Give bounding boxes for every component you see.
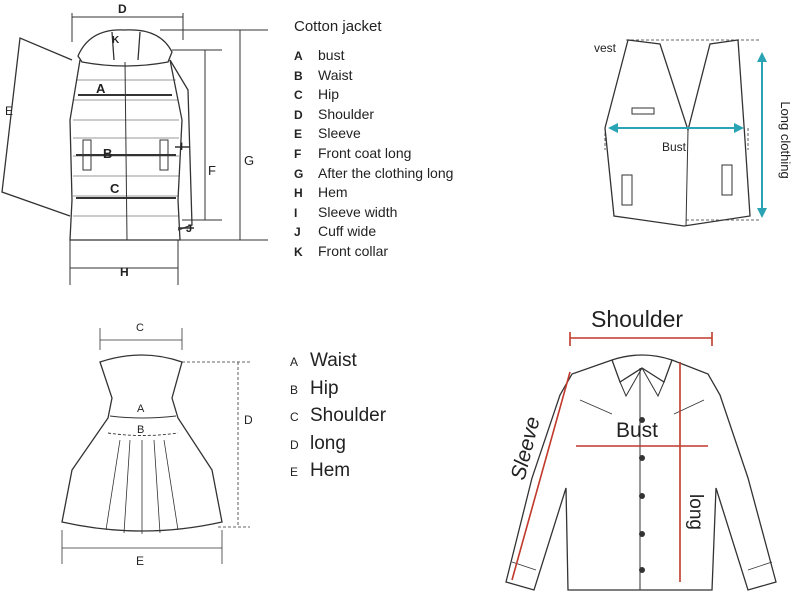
legend-key: E [294,127,303,142]
jacket-label-G: G [244,153,254,168]
shirt-long-label: long [685,494,706,530]
vest-long-clothing-label: Long clothing [778,101,793,178]
shirt-bust-label: Bust [616,419,658,442]
shirt-sleeve-label: Sleeve [507,414,545,482]
legend-key: C [294,88,303,103]
cotton-jacket-drawing [1,13,268,285]
legend-key: D [290,437,299,452]
legend-key: F [294,146,302,161]
legend-item: B Waist [294,67,453,87]
legend-text: Waist [318,66,353,83]
dress-label-C: C [136,322,144,334]
legend-key: B [290,382,299,397]
dress-label-A: A [137,403,145,415]
jacket-label-E: E [5,104,13,118]
legend-key: E [290,465,299,479]
legend-item: H Hem [294,184,453,204]
legend-text: Front coat long [318,144,412,161]
legend-key: K [294,244,303,259]
jacket-label-B: B [103,146,112,161]
legend-item: D Shoulder [294,106,453,126]
jacket-label-D: D [118,2,127,16]
legend-text: Hem [310,460,351,481]
cotton-jacket-dim-labels: D K E A I B F G C J H [5,2,254,279]
legend-item: E Sleeve [294,125,453,145]
vest-label: vest [594,41,617,55]
vest-drawing [604,39,760,227]
jacket-label-A: A [96,81,106,96]
cotton-jacket-title: Cotton jacket [294,18,382,35]
legend-text: Hip [310,377,339,399]
legend-key: B [294,68,303,83]
legend-item: F Front coat long [294,145,453,165]
legend-key: G [294,166,304,181]
shirt-shoulder-label: Shoulder [591,306,683,332]
legend-text: Front collar [318,242,389,259]
legend-key: J [294,225,301,240]
jacket-label-J: J [186,223,192,235]
legend-text: Sleeve width [318,203,398,220]
jacket-label-I: I [180,141,183,153]
legend-item: K Front collar [294,243,453,263]
dress-label-B: B [137,424,144,436]
legend-item: E Hem [290,460,386,488]
jacket-label-H: H [120,265,129,279]
legend-item: B Hip [290,378,386,406]
shirt-drawing [505,354,777,591]
vest-measure-lines [608,52,767,218]
legend-key: A [290,355,299,369]
vest-bust-label: Bust [662,140,687,154]
dress-dim-labels: C A B D E [136,322,253,568]
legend-item: I Sleeve width [294,204,453,224]
legend-text: Shoulder [318,105,375,122]
legend-text: Hem [318,184,348,201]
legend-text: bust [318,47,345,63]
shirt-measure-lines [511,332,713,582]
legend-text: Shoulder [310,405,387,426]
legend-text: After the clothing long [318,164,454,181]
dress-label-D: D [244,413,253,427]
legend-item: C Hip [294,86,453,106]
legend-text: Cuff wide [318,223,377,240]
legend-text: Waist [310,350,357,371]
legend-key: C [290,410,299,424]
legend-item: C Shoulder [290,405,386,433]
jacket-label-K: K [112,35,120,46]
legend-text: long [310,432,346,454]
dress-drawing [61,328,250,564]
jacket-label-C: C [110,181,120,196]
legend-key: H [294,186,303,201]
legend-key: I [294,205,298,220]
legend-text: Hip [318,86,340,103]
legend-item: G After the clothing long [294,165,453,185]
dress-label-E: E [136,554,144,568]
jacket-label-F: F [208,163,216,178]
legend-text: Sleeve [318,125,361,142]
legend-key: A [294,49,303,63]
legend-item: J Cuff wide [294,223,453,243]
legend-key: D [294,107,303,122]
legend-item: A Waist [290,350,386,378]
